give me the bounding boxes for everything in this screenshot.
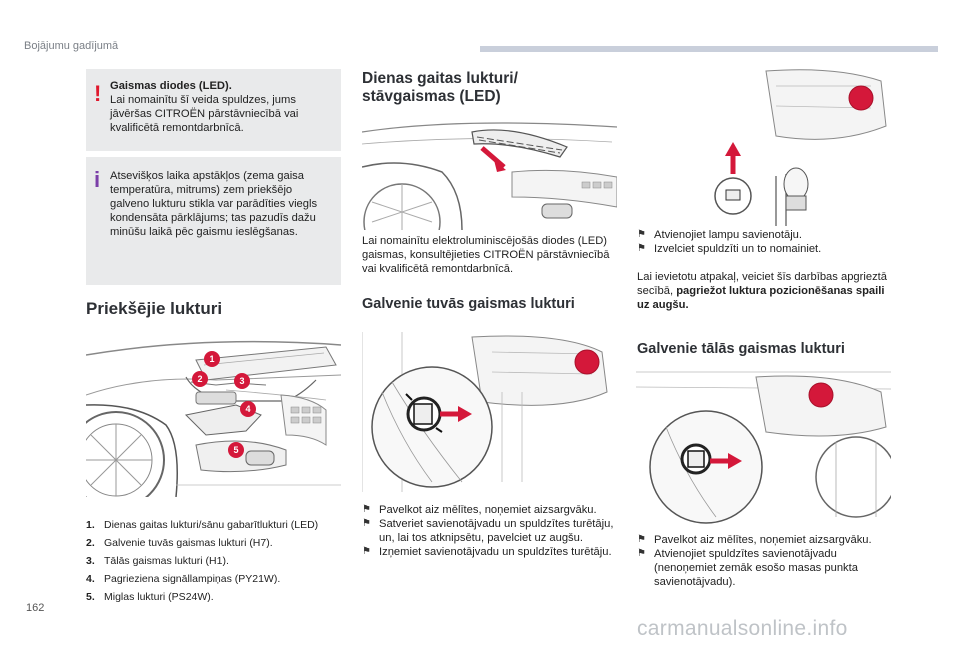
legend-item: 1.Dienas gaitas lukturi/sānu gabarītlukt… bbox=[86, 519, 319, 531]
page-number: 162 bbox=[26, 602, 45, 614]
warning-box: ! Gaismas diodes (LED). Lai nomainītu šī … bbox=[86, 69, 341, 151]
step-item: Atvienojiet lampu savienotāju. bbox=[637, 228, 892, 242]
front-lights-title: Priekšējie lukturi bbox=[86, 299, 223, 318]
info-body: Atsevišķos laika apstākļos (zema gaisa t… bbox=[110, 170, 318, 238]
front-lights-legend: 1.Dienas gaitas lukturi/sānu gabarītlukt… bbox=[86, 516, 346, 606]
low-beam-illustration bbox=[362, 332, 608, 492]
reinstall-text: Lai ievietotu atpakaļ, veiciet šīs darbī… bbox=[637, 271, 887, 311]
warning-text: Gaismas diodes (LED). Lai nomainītu šī ve… bbox=[110, 79, 332, 135]
step-item: Pavelkot aiz mēlītes, noņemiet aizsargvā… bbox=[362, 503, 614, 517]
legend-item: 3.Tālās gaismas lukturi (H1). bbox=[86, 555, 229, 567]
low-beam-steps: Pavelkot aiz mēlītes, noņemiet aizsargvā… bbox=[362, 503, 614, 559]
step-item: Izvelciet spuldzīti un to nomainiet. bbox=[637, 242, 892, 256]
callout-3: 3 bbox=[239, 376, 244, 386]
high-beam-steps: Pavelkot aiz mēlītes, noņemiet aizsargvā… bbox=[637, 533, 892, 589]
drl-illustration bbox=[362, 122, 617, 230]
front-car-illustration: 1 2 3 4 5 bbox=[86, 335, 341, 497]
low-beam-title: Galvenie tuvās gaismas lukturi bbox=[362, 296, 575, 312]
legend-item: 4.Pagrieziena signāllampiņas (PY21W). bbox=[86, 573, 281, 585]
bulb-replace-steps: Atvienojiet lampu savienotāju. Izvelciet… bbox=[637, 228, 892, 256]
legend-item: 2.Galvenie tuvās gaismas lukturi (H7). bbox=[86, 537, 273, 549]
high-beam-illustration bbox=[636, 371, 891, 524]
step-item: Izņemiet savienotājvadu un spuldzītes tu… bbox=[362, 545, 614, 559]
header-bar bbox=[480, 46, 938, 52]
warning-icon: ! bbox=[94, 81, 102, 106]
callout-5: 5 bbox=[233, 445, 238, 455]
drl-body: Lai nomainītu elektroluminiscējošās diod… bbox=[362, 235, 610, 275]
step-item: Pavelkot aiz mēlītes, noņemiet aizsargvā… bbox=[637, 533, 892, 547]
warning-title: Gaismas diodes (LED). bbox=[110, 80, 232, 92]
legend-item: 5.Miglas lukturi (PS24W). bbox=[86, 591, 214, 603]
section-title: Bojājumu gadījumā bbox=[24, 40, 119, 52]
callout-4: 4 bbox=[245, 404, 250, 414]
watermark: carmanualsonline.info bbox=[637, 617, 848, 640]
callout-2: 2 bbox=[197, 374, 202, 384]
info-box: i Atsevišķos laika apstākļos (zema gaisa… bbox=[86, 157, 341, 285]
callout-1: 1 bbox=[209, 354, 214, 364]
step-item: Atvienojiet spuldzītes savienotājvadu (n… bbox=[637, 547, 892, 589]
step-item: Satveriet savienotājvadu un spuldzītes t… bbox=[362, 517, 614, 545]
info-icon: i bbox=[94, 167, 101, 192]
drl-title: Dienas gaitas lukturi/stāvgaismas (LED) bbox=[362, 70, 518, 105]
high-beam-title: Galvenie tālās gaismas lukturi bbox=[637, 341, 845, 357]
warning-body: Lai nomainītu šī veida spuldzes, jums jā… bbox=[110, 94, 299, 134]
bulb-replace-illustration bbox=[714, 69, 887, 226]
